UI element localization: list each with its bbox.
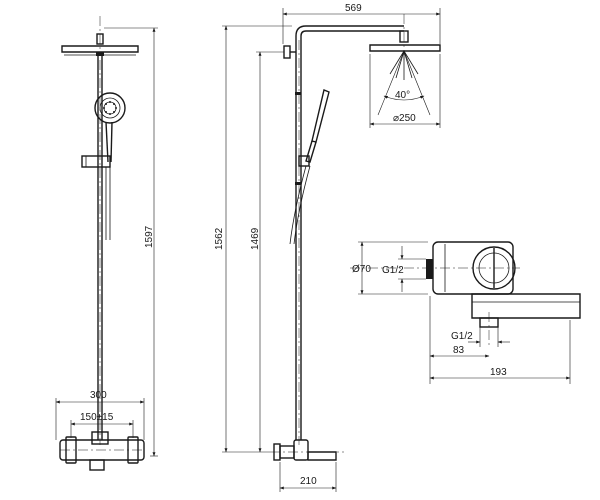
overhead-shower-front	[61, 16, 139, 56]
dimension-150-15: 150±15	[70, 412, 134, 438]
dimension-193: 193	[429, 320, 571, 384]
hose-front	[105, 167, 111, 240]
thermostat-mixer-side	[270, 439, 344, 461]
thread-dimension-top: G1/2	[382, 246, 426, 292]
dimension-210-label: 210	[300, 476, 317, 487]
dimension-angle-label: 40°	[395, 90, 410, 101]
riser-pipe-front	[97, 56, 103, 445]
front-view: 1597 300 150±15	[55, 16, 158, 471]
overhead-shower-side: 40°	[369, 14, 441, 116]
dimension-70: Ø70	[352, 241, 428, 295]
riser-pipe-side	[295, 25, 404, 445]
dimension-70-label: Ø70	[352, 264, 371, 275]
slide-bracket-front	[81, 155, 111, 168]
hand-shower-side	[298, 89, 330, 167]
mixer-detail-view: Ø70 G1/2 G1/2 83 193	[350, 241, 581, 384]
dimension-83: 83	[429, 296, 490, 384]
thread-dimension-bottom: G1/2	[451, 327, 510, 347]
dimension-1562-label: 1562	[214, 227, 225, 250]
dimension-1597-label: 1597	[144, 225, 155, 248]
dimension-1469-label: 1469	[250, 227, 261, 250]
side-view: 40° 569 ⌀250	[214, 3, 441, 492]
dimension-193-label: 193	[490, 367, 507, 378]
dimension-300: 300	[55, 390, 145, 440]
hand-shower-front	[94, 92, 126, 163]
thread-bottom-label: G1/2	[451, 331, 473, 342]
dimension-1597: 1597	[104, 27, 158, 457]
mixer-body-detail	[350, 241, 581, 345]
dimension-83-label: 83	[453, 345, 465, 356]
thermostat-mixer-front	[59, 431, 145, 471]
dimension-300-label: 300	[90, 390, 107, 401]
dimension-1562: 1562	[214, 25, 292, 453]
dimension-1469: 1469	[250, 51, 284, 453]
dimension-250: ⌀250	[369, 54, 441, 128]
thread-top-label: G1/2	[382, 265, 404, 276]
dimension-210: 210	[279, 462, 337, 492]
dimension-250-label: ⌀250	[393, 113, 416, 124]
hose-side	[289, 165, 311, 245]
dimension-569-label: 569	[345, 3, 362, 14]
dimension-569: 569	[282, 3, 441, 44]
dimension-150-15-label: 150±15	[80, 412, 114, 423]
